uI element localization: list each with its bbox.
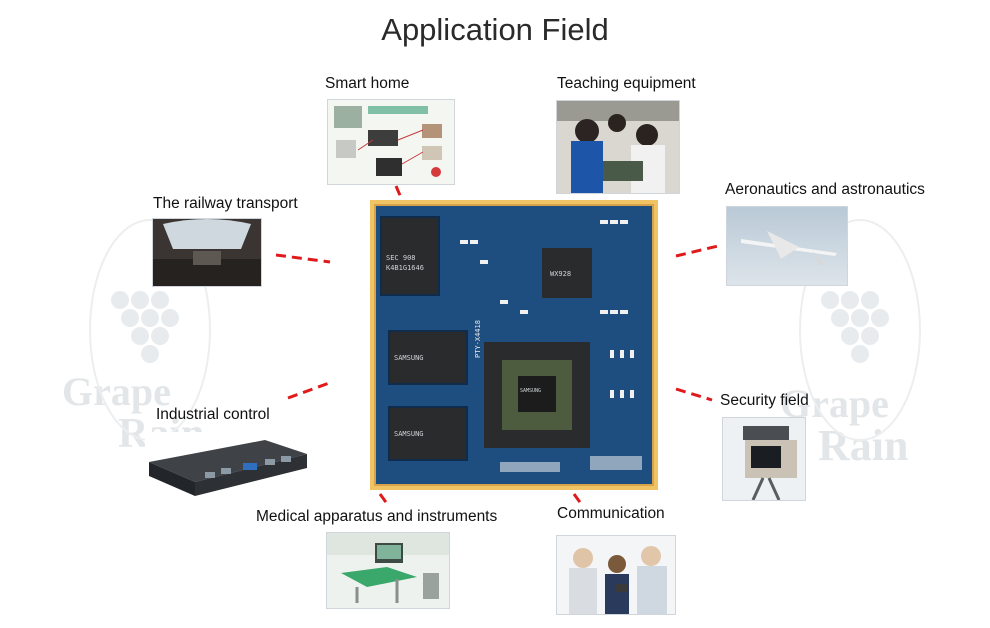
label-teaching-equipment: Teaching equipment xyxy=(557,75,696,92)
train-cabin-photo xyxy=(152,218,262,287)
page-title: Application Field xyxy=(381,12,609,47)
svg-text:SAMSUNG: SAMSUNG xyxy=(394,430,424,438)
svg-text:K4B1G1646: K4B1G1646 xyxy=(386,264,424,272)
label-railway-transport: The railway transport xyxy=(153,195,298,212)
connector-industrial xyxy=(287,380,333,400)
label-communication: Communication xyxy=(557,505,665,522)
label-security-field: Security field xyxy=(720,392,809,409)
classroom-photo xyxy=(556,100,680,194)
watermark-word-grape: Grape xyxy=(62,369,171,414)
security-camera-photo xyxy=(722,417,806,501)
svg-text:SAMSUNG: SAMSUNG xyxy=(520,388,541,394)
drone-photo xyxy=(726,206,848,286)
business-people-photo xyxy=(556,535,676,615)
connector-medical xyxy=(378,493,390,506)
industrial-pc-photo xyxy=(145,432,311,498)
connector-security xyxy=(675,387,713,402)
connector-aero xyxy=(675,244,719,258)
label-aeronautics: Aeronautics and astronautics xyxy=(725,181,925,198)
svg-text:SEC 908: SEC 908 xyxy=(386,254,416,262)
label-medical: Medical apparatus and instruments xyxy=(256,508,498,525)
connector-communication xyxy=(572,493,584,506)
label-smart-home: Smart home xyxy=(325,75,410,92)
svg-text:PTY-X4418: PTY-X4418 xyxy=(474,320,482,358)
label-industrial-control: Industrial control xyxy=(156,406,270,423)
svg-text:WX928: WX928 xyxy=(550,270,571,278)
svg-text:SAMSUNG: SAMSUNG xyxy=(394,354,424,362)
smart-home-photo xyxy=(327,99,455,185)
connector-smart-home xyxy=(394,185,404,201)
pcb-board: SEC 908 K4B1G1646 SAMSUNG SAMSUNG WX928 … xyxy=(370,200,658,490)
watermark-left: Grape xyxy=(62,368,171,415)
connector-railway xyxy=(275,253,331,264)
pcb-board-image: SEC 908 K4B1G1646 SAMSUNG SAMSUNG WX928 … xyxy=(370,200,658,490)
medical-room-photo xyxy=(326,532,450,609)
